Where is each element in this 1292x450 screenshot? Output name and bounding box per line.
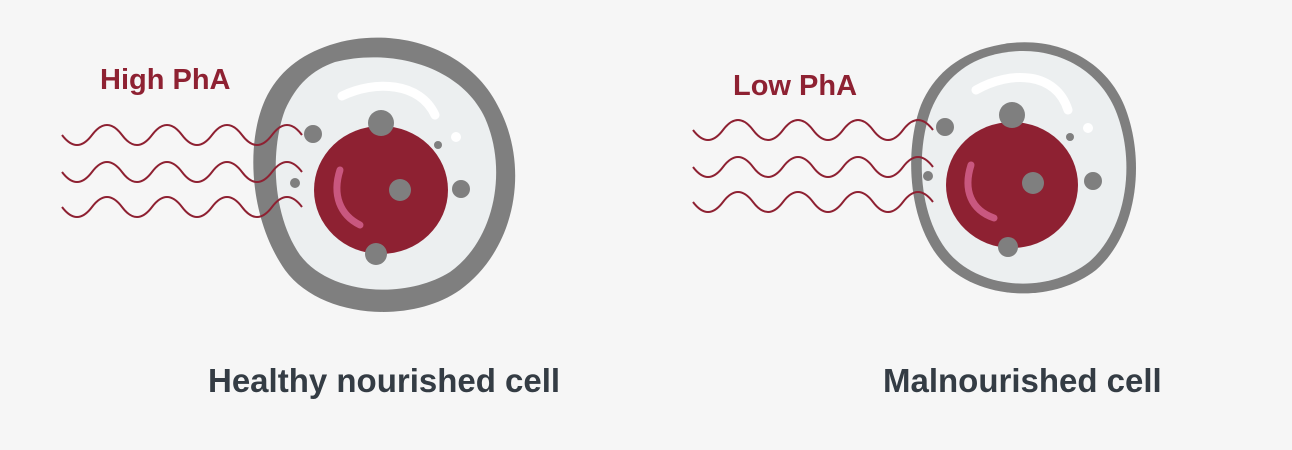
malnourished-cell-organelle [923,171,933,181]
malnourished-cell-diagram [692,42,1136,294]
high-pha-label: High PhA [100,64,231,96]
malnourished-cell-organelle [998,237,1018,257]
healthy-cell-organelle [434,141,442,149]
healthy-cell-organelle [452,180,470,198]
malnourished-cell-organelle [1066,133,1074,141]
malnourished-cell-organelle [1084,172,1102,190]
healthy-cell-caption: Healthy nourished cell [208,362,561,399]
malnourished-cell-organelle [1022,172,1044,194]
malnourished-cell-highlight [971,72,1073,115]
signal-wave [692,191,934,213]
malnourished-cell-panel: Low PhA Malnourished cell [646,0,1292,450]
healthy-cell-highlight [337,81,440,120]
healthy-cell-diagram [61,37,516,312]
malnourished-cell-organelle [936,118,954,136]
low-pha-label: Low PhA [733,70,858,102]
healthy-cell-organelle [365,243,387,265]
healthy-cell-organelle [304,125,322,143]
healthy-cell-organelle [290,178,300,188]
healthy-cell-organelle [389,179,411,201]
malnourished-cell-nucleus-highlight [964,161,998,222]
signal-wave [61,124,303,146]
healthy-cell-panel: High PhA Healthy nourished cell [61,37,561,399]
malnourished-cell-highlight-dot [1083,123,1093,133]
malnourished-cell-signal-waves [692,119,934,213]
malnourished-cell-organelle [999,102,1025,128]
healthy-cell-nucleus [314,126,448,254]
malnourished-cell-caption: Malnourished cell [883,362,1162,399]
healthy-cell-highlight-dot [451,132,461,142]
healthy-cell-nucleus-highlight [333,166,364,229]
signal-wave [692,156,934,178]
healthy-cell-signal-waves [61,124,303,218]
signal-wave [692,119,934,141]
healthy-cell-organelle [368,110,394,136]
signal-wave [61,161,303,183]
signal-wave [61,196,303,218]
malnourished-cell-nucleus [946,122,1078,248]
